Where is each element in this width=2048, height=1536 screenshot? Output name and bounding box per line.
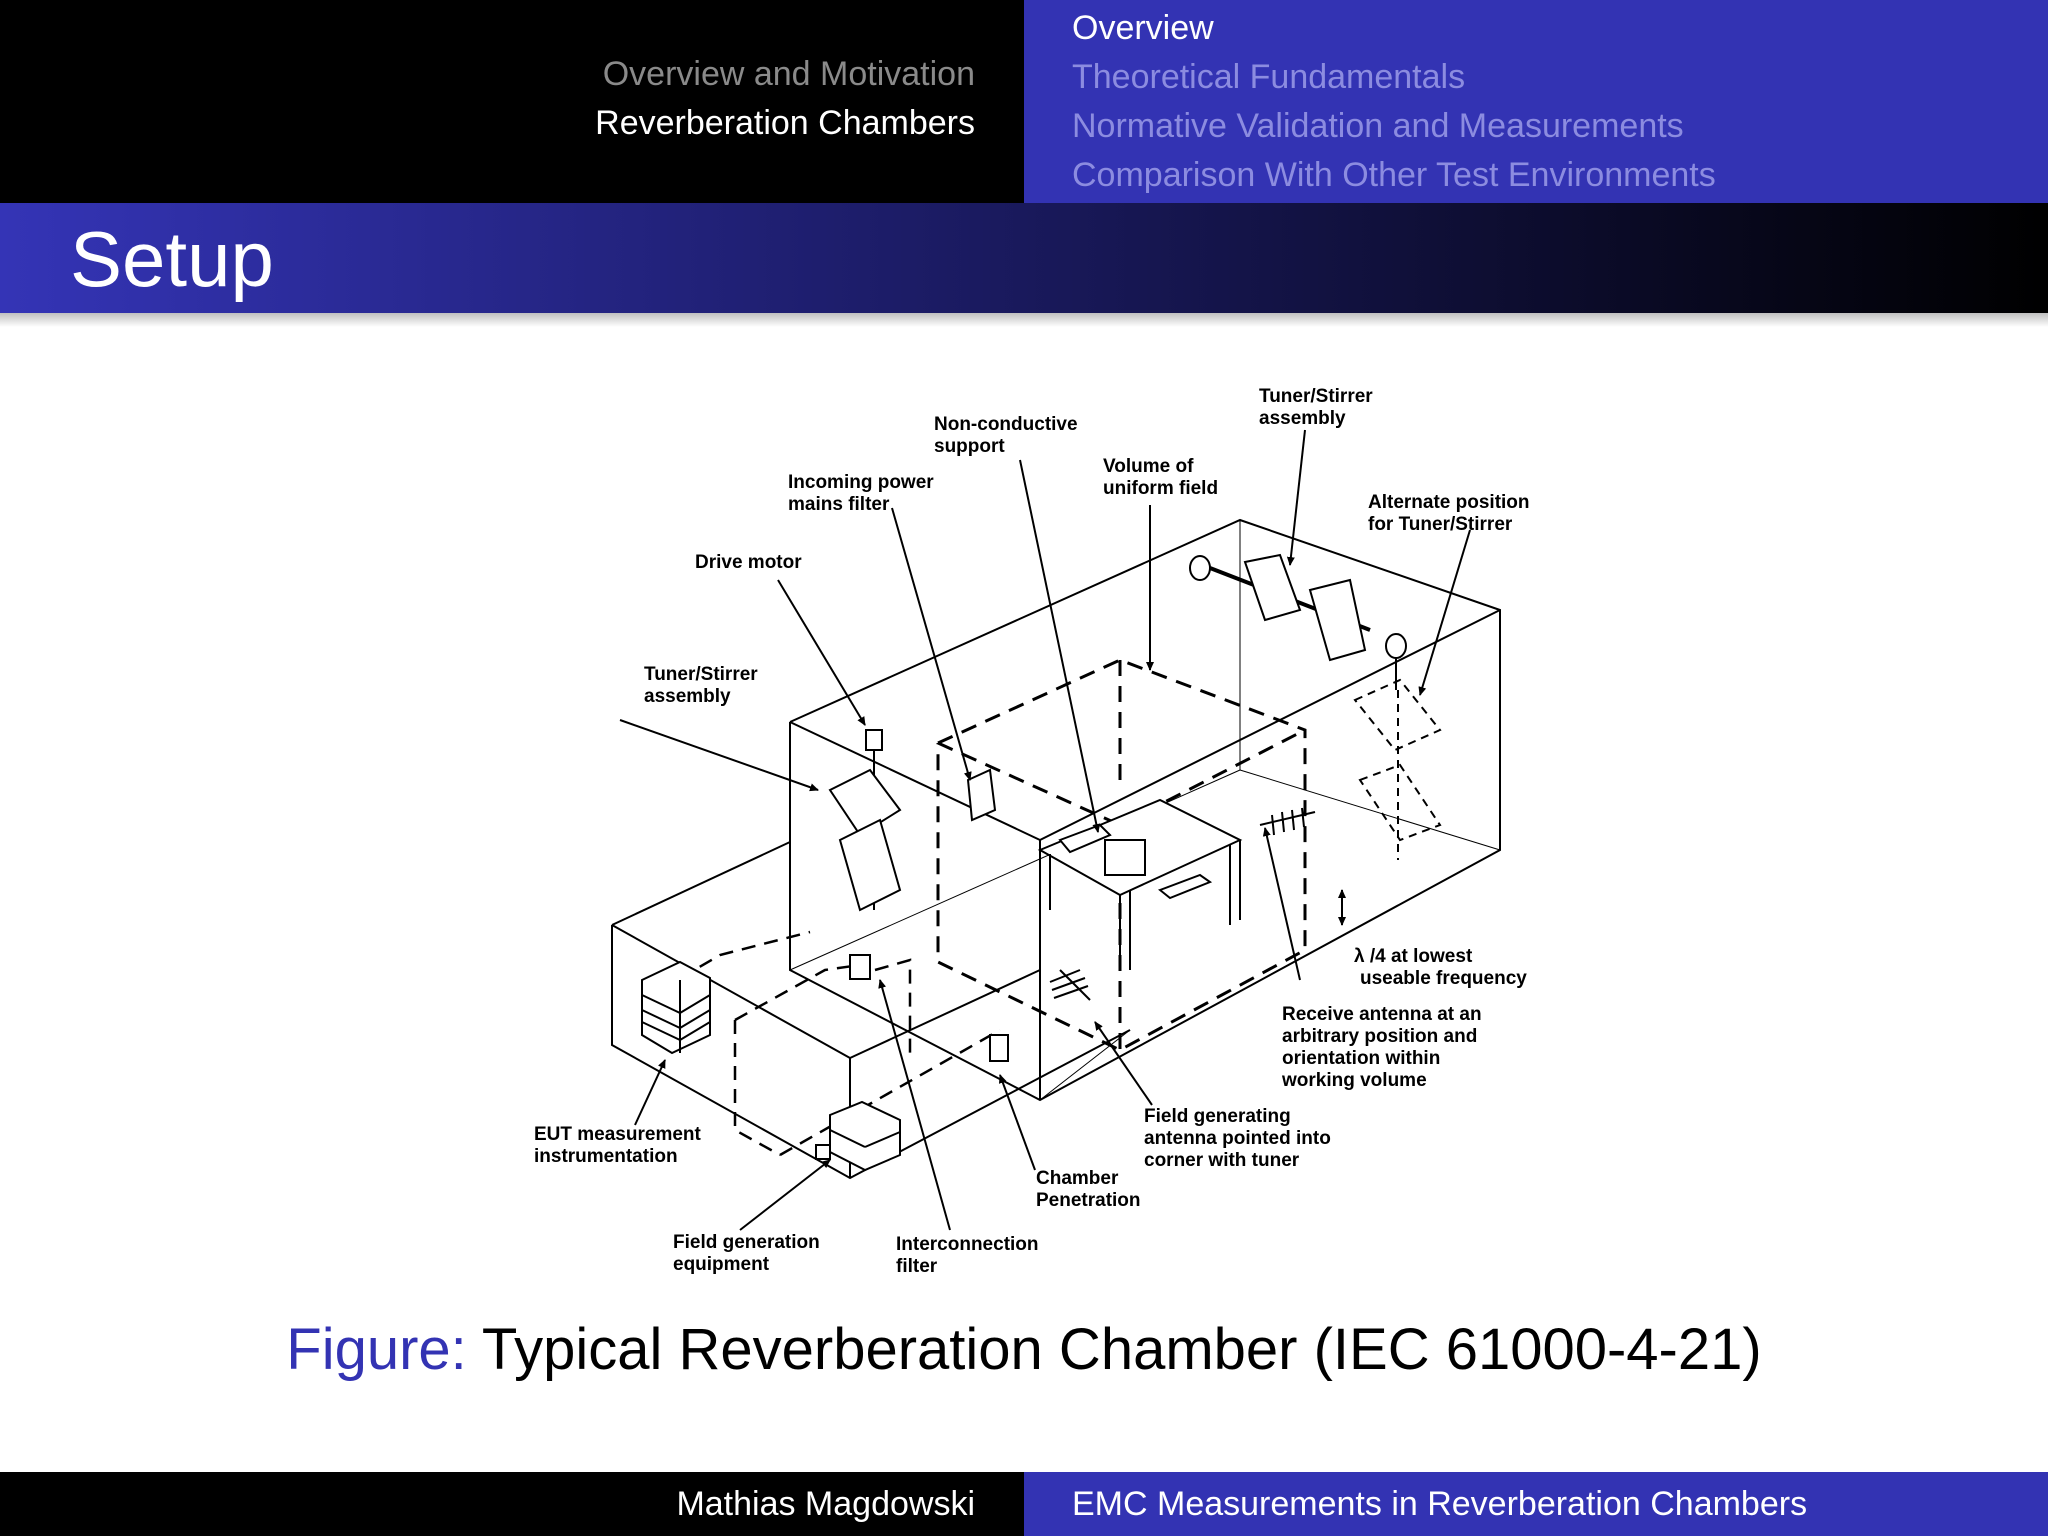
label-tuner-stirrer-top-2: assembly — [1259, 408, 1346, 429]
penetration-boxes — [849, 954, 1009, 1062]
footer-title-panel: EMC Measurements in Reverberation Chambe… — [1024, 1472, 2048, 1536]
label-tuner-stirrer-left-1: Tuner/Stirrer — [644, 664, 758, 685]
field-gen-equipment — [815, 1100, 901, 1172]
reverberation-chamber-figure: Tuner/Stirrer assembly Non-conductive su… — [520, 370, 1560, 1290]
label-eut-2: instrumentation — [534, 1146, 678, 1167]
label-eut-1: EUT measurement — [534, 1124, 702, 1145]
tuner-stirrer-left — [828, 729, 902, 912]
label-non-conductive-2: support — [934, 436, 1005, 457]
receive-antenna — [1259, 807, 1316, 836]
label-receive-antenna-4: working volume — [1281, 1070, 1427, 1091]
label-field-antenna-1: Field generating — [1144, 1106, 1291, 1127]
label-field-gen-2: equipment — [673, 1254, 770, 1275]
eut-rack — [641, 960, 711, 1055]
figure-labels: Tuner/Stirrer assembly Non-conductive su… — [534, 386, 1530, 1277]
label-receive-antenna-3: orientation within — [1282, 1048, 1440, 1069]
label-interconnection-2: filter — [896, 1256, 938, 1277]
label-alternate-position-2: for Tuner/Stirrer — [1368, 514, 1513, 535]
footer-author-panel: Mathias Magdowski — [0, 1472, 1024, 1536]
slide-title: Setup — [70, 215, 274, 303]
measurement-room — [611, 841, 1131, 1180]
power-filter-box — [966, 768, 997, 822]
slide-title-bar: Setup — [0, 203, 2048, 313]
label-tuner-stirrer-left-2: assembly — [644, 686, 731, 707]
label-interconnection-1: Interconnection — [896, 1234, 1039, 1255]
nav-subsection-normative-validation[interactable]: Normative Validation and Measurements — [1072, 107, 1684, 145]
nav-subsection-overview[interactable]: Overview — [1072, 9, 1214, 47]
nav-section-reverberation-chambers[interactable]: Reverberation Chambers — [595, 104, 975, 142]
field-antenna — [1049, 969, 1091, 1001]
label-field-antenna-2: antenna pointed into — [1144, 1128, 1331, 1149]
nav-section-overview-motivation[interactable]: Overview and Motivation — [602, 55, 975, 93]
tuner-stirrer-top — [1189, 553, 1407, 690]
caption-keyword: Figure: — [286, 1317, 467, 1382]
label-field-antenna-3: corner with tuner — [1144, 1150, 1300, 1171]
label-non-conductive-1: Non-conductive — [934, 414, 1078, 435]
title-bar-shadow — [0, 313, 2048, 327]
label-incoming-power-2: mains filter — [788, 494, 890, 515]
figure-caption: Figure: Typical Reverberation Chamber (I… — [0, 1315, 2048, 1385]
label-volume-uniform-1: Volume of — [1103, 456, 1194, 477]
label-lambda-2: useable frequency — [1360, 968, 1527, 989]
leader-arrows — [619, 429, 1471, 1231]
label-chamber-pen-2: Penetration — [1036, 1190, 1141, 1211]
label-field-gen-1: Field generation — [673, 1232, 820, 1253]
label-tuner-stirrer-top-1: Tuner/Stirrer — [1259, 386, 1373, 407]
alternate-stirrer — [1353, 678, 1442, 860]
label-receive-antenna-2: arbitrary position and — [1282, 1026, 1477, 1047]
label-volume-uniform-2: uniform field — [1103, 478, 1218, 499]
nav-subsection-comparison[interactable]: Comparison With Other Test Environments — [1072, 156, 1716, 194]
label-receive-antenna-1: Receive antenna at an — [1282, 1004, 1482, 1025]
label-chamber-pen-1: Chamber — [1036, 1168, 1119, 1189]
label-drive-motor: Drive motor — [695, 552, 802, 573]
header-subsections-panel: Overview Theoretical Fundamentals Normat… — [1024, 0, 2048, 203]
label-alternate-position-1: Alternate position — [1368, 492, 1530, 513]
header-sections-panel: Overview and Motivation Reverberation Ch… — [0, 0, 1024, 203]
chamber-diagram: Tuner/Stirrer assembly Non-conductive su… — [534, 386, 1530, 1277]
footer-author: Mathias Magdowski — [676, 1485, 975, 1523]
label-incoming-power-1: Incoming power — [788, 472, 934, 493]
caption-text: Typical Reverberation Chamber (IEC 61000… — [481, 1317, 1762, 1382]
nav-subsection-theoretical-fundamentals[interactable]: Theoretical Fundamentals — [1072, 58, 1466, 96]
label-lambda-1: λ /4 at lowest — [1354, 946, 1473, 967]
footer-talk-title: EMC Measurements in Reverberation Chambe… — [1072, 1485, 1808, 1523]
